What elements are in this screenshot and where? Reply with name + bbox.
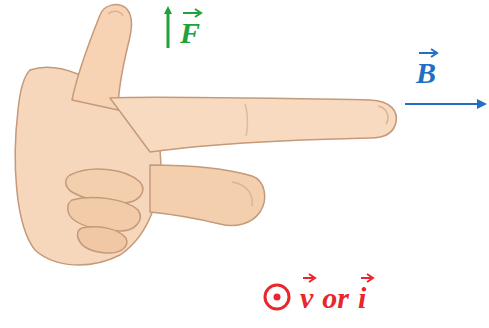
label-holder: B — [416, 56, 436, 90]
label-row: vori — [300, 281, 366, 315]
field-arrow — [405, 103, 482, 105]
hand — [15, 5, 396, 265]
label-holder: F — [180, 16, 200, 50]
direction-label: or — [322, 281, 349, 315]
vector-arrow-accent — [358, 273, 376, 283]
direction-label: i — [358, 281, 366, 315]
vector-label: F — [180, 16, 200, 50]
vector-arrow-accent — [416, 48, 440, 58]
out-of-page-symbol — [265, 285, 289, 309]
force-arrow — [167, 10, 170, 48]
vector-label: B — [416, 56, 436, 90]
vector-arrow-accent — [180, 8, 204, 18]
direction-label: v — [300, 281, 313, 315]
vector-arrow-accent — [300, 273, 318, 283]
